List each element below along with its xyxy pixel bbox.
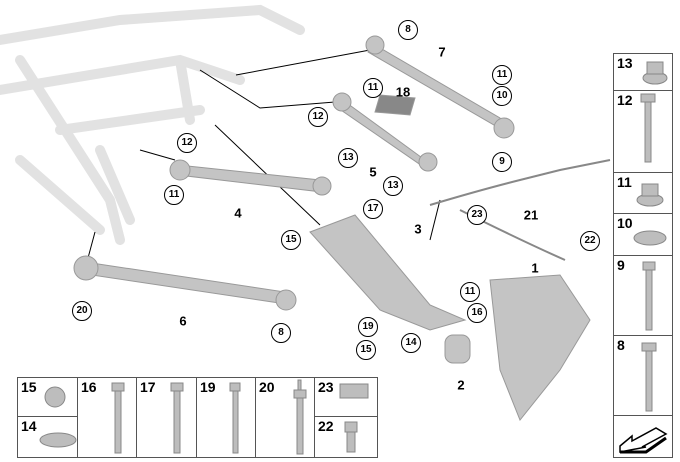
callout-10: 10	[492, 86, 512, 106]
label-7: 7	[438, 44, 446, 60]
callout-11: 11	[164, 185, 184, 205]
callout-17: 17	[363, 199, 383, 219]
label-18: 18	[395, 84, 411, 100]
callout-8: 8	[271, 323, 291, 343]
callout-8: 8	[398, 20, 418, 40]
label-6: 6	[179, 313, 187, 329]
callout-22: 22	[580, 231, 600, 251]
callout-11: 11	[460, 282, 480, 302]
legend-item-11: 11	[613, 172, 673, 214]
legend-item-14: 14	[17, 416, 78, 458]
label-4: 4	[234, 205, 242, 221]
callout-14: 14	[401, 333, 421, 353]
legend-item-22: 22	[314, 416, 378, 458]
legend-item-9: 9	[613, 255, 673, 336]
callout-13: 13	[338, 148, 358, 168]
legend-item-12: 12	[613, 90, 673, 173]
control-arms	[73, 35, 591, 421]
label-5: 5	[369, 164, 377, 180]
callout-16: 16	[467, 303, 487, 323]
legend-item-16: 16	[77, 377, 137, 458]
legend-item-19: 19	[196, 377, 256, 458]
label-21: 21	[523, 207, 539, 223]
callout-9: 9	[492, 152, 512, 172]
legend-item-17: 17	[136, 377, 197, 458]
legend-item-15: 15	[17, 377, 78, 417]
label-3: 3	[414, 221, 422, 237]
orientation-arrow-icon	[619, 427, 668, 454]
label-1: 1	[531, 260, 539, 276]
callout-11: 11	[492, 65, 512, 85]
callout-12: 12	[177, 133, 197, 153]
legend-item-10: 10	[613, 213, 673, 256]
label-2: 2	[457, 377, 465, 393]
legend-item-8: 8	[613, 335, 673, 416]
orientation-arrow-box	[613, 415, 673, 458]
legend-item-20: 20	[255, 377, 315, 458]
callout-15: 15	[281, 230, 301, 250]
callout-11: 11	[363, 78, 383, 98]
callout-20: 20	[72, 301, 92, 321]
legend-item-23: 23	[314, 377, 378, 417]
callout-12: 12	[308, 107, 328, 127]
callout-19: 19	[358, 317, 378, 337]
callout-23: 23	[467, 205, 487, 225]
callout-15: 15	[356, 340, 376, 360]
subframe	[0, 4, 305, 245]
legend-item-13: 13	[613, 53, 673, 91]
callout-13: 13	[383, 176, 403, 196]
leader-lines	[87, 49, 441, 259]
